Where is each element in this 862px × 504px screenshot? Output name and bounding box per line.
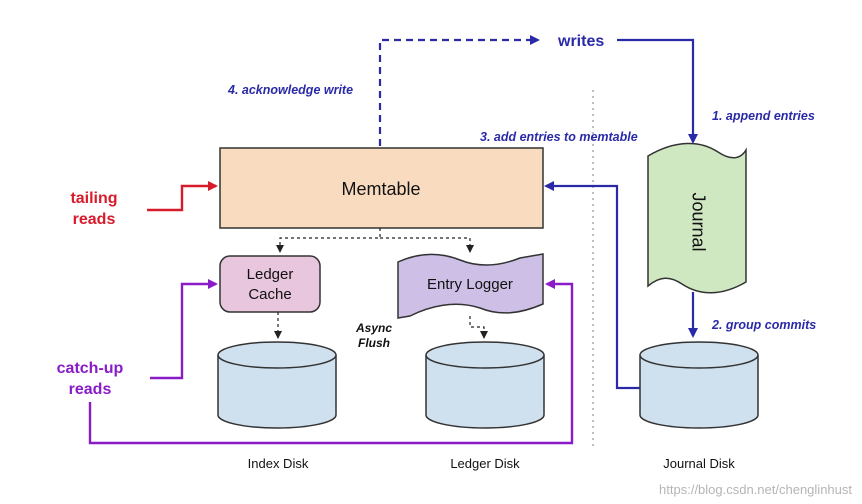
append-arrow — [617, 38, 698, 144]
writes-label: writes — [557, 33, 604, 50]
index-disk-label: Index Disk — [248, 456, 309, 471]
catchup-to-cache-arrow — [150, 279, 218, 380]
ledger-cache-box — [219, 255, 321, 313]
ledger-cache-label-line2: Cache — [248, 286, 291, 303]
async-flush-label-line2: Flush — [358, 336, 390, 350]
tailing-reads-arrow — [147, 181, 218, 212]
add-memtable-label: 3. add entries to memtable — [480, 130, 638, 144]
acknowledge-label: 4. acknowledge write — [227, 83, 353, 97]
memtable-to-logger-connector — [380, 237, 474, 253]
group-commits-label: 2. group commits — [711, 318, 816, 332]
append-label: 1. append entries — [712, 109, 815, 123]
memtable-to-cache-connector — [276, 228, 381, 253]
add-memtable-arrow — [544, 181, 640, 390]
journal-disk-cylinder — [639, 341, 759, 429]
entry-logger-shape — [397, 253, 544, 319]
tailing-reads-label-line2: reads — [73, 211, 116, 228]
ledger-cache-label-line1: Ledger — [247, 266, 294, 283]
logger-flush-arrow — [469, 316, 488, 339]
journal-label: Journal — [688, 192, 708, 251]
journal-shape — [647, 142, 747, 294]
entry-logger-label: Entry Logger — [427, 276, 513, 293]
catchup-to-logger-arrow — [88, 279, 574, 445]
memtable-box — [219, 147, 544, 229]
ledger-disk-label: Ledger Disk — [450, 456, 520, 471]
catchup-reads-label-line2: reads — [69, 381, 112, 398]
catchup-reads-label-line1: catch-up — [57, 360, 124, 377]
watermark-text: https://blog.csdn.net/chenglinhust — [659, 482, 852, 497]
index-disk-cylinder — [217, 341, 337, 429]
ledger-disk-cylinder — [425, 341, 545, 429]
journal-disk-label: Journal Disk — [663, 456, 735, 471]
memtable-label: Memtable — [341, 179, 420, 199]
tailing-reads-label-line1: tailing — [70, 190, 117, 207]
async-flush-label-line1: Async — [355, 321, 392, 335]
